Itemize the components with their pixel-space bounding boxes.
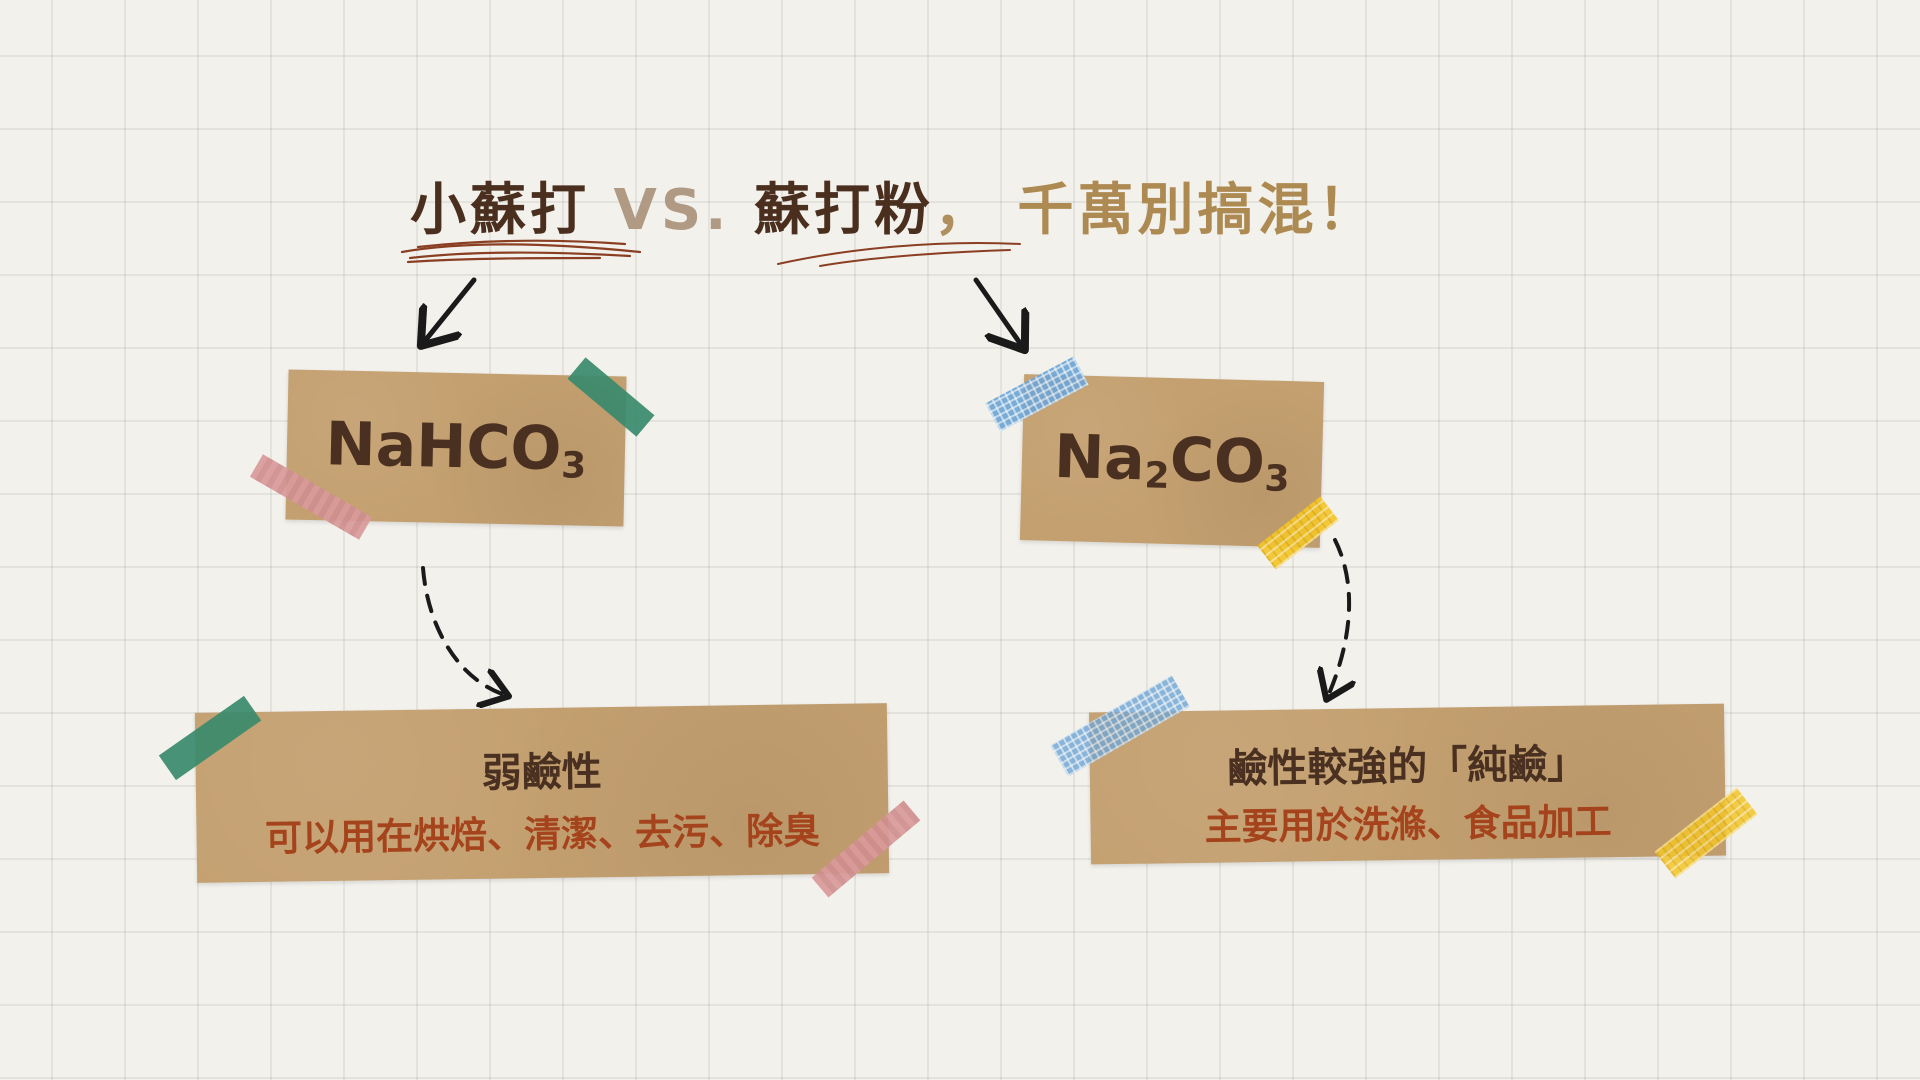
title-soda-ash: 蘇打粉 <box>753 178 934 243</box>
formula-text: NaHCO <box>324 409 563 485</box>
desc-uses-baking-soda: 可以用在烘焙、清潔、去污、除臭 <box>264 809 821 860</box>
desc-uses-soda-ash: 主要用於洗滌、食品加工 <box>1204 800 1612 849</box>
baking-soda-desc-card: 弱鹼性 可以用在烘焙、清潔、去污、除臭 <box>194 703 890 883</box>
underline-scribble-left <box>400 239 642 264</box>
title-warning: 千萬別搞混！ <box>1017 178 1378 243</box>
dashed-arrow-left <box>421 566 505 695</box>
formula-text-co: CO <box>1168 424 1266 498</box>
na2co3-formula: Na2CO3 <box>1021 421 1323 501</box>
nahco3-formula: NaHCO3 <box>286 408 625 487</box>
page-title: 小蘇打 VS. 蘇打粉， 千萬別搞混！ <box>410 165 1377 246</box>
underline-scribble-right <box>777 241 1021 267</box>
arrow-to-nahco3 <box>424 277 477 342</box>
title-vs: VS. <box>613 178 731 243</box>
title-comma: ， <box>933 178 994 243</box>
formula-subscript-2: 2 <box>1143 455 1170 497</box>
dashed-arrow-right <box>1328 538 1349 696</box>
title-baking-soda: 小蘇打 <box>410 178 590 243</box>
arrow-to-na2co3 <box>973 277 1022 346</box>
formula-subscript-3: 3 <box>1263 458 1291 501</box>
soda-ash-desc-card: 鹼性較強的「純鹼」 主要用於洗滌、食品加工 <box>1088 703 1727 865</box>
formula-text-na: Na <box>1053 421 1146 495</box>
na2co3-card: Na2CO3 <box>1019 374 1325 548</box>
formula-subscript: 3 <box>560 445 587 487</box>
desc-head-weak-alkaline: 弱鹼性 <box>481 749 603 797</box>
desc-head-strong-alkaline: 鹼性較強的「純鹼」 <box>1226 741 1588 793</box>
